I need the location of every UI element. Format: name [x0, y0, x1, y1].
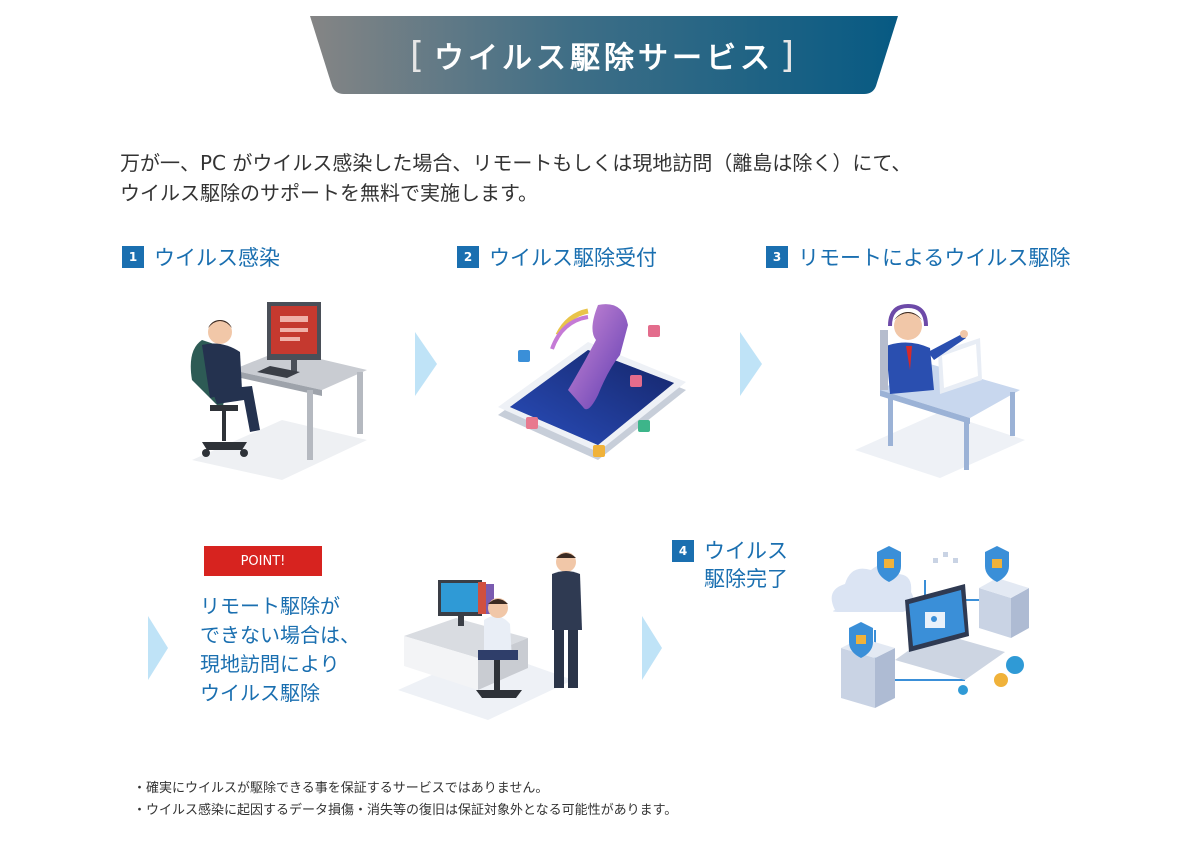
- bracket-left: [: [409, 34, 428, 76]
- step-3-number: 3: [766, 246, 788, 268]
- step-2-heading: 2 ウイルス駆除受付: [457, 242, 657, 272]
- virus-infection-illustration: [190, 302, 367, 480]
- intro-line-2: ウイルス駆除のサポートを無料で実施します。: [120, 181, 538, 205]
- arrow-right-icon: [148, 616, 168, 680]
- step-4-heading: 4 ウイルス 駆除完了: [672, 537, 788, 593]
- step-3-label: リモートによるウイルス駆除: [798, 246, 1071, 270]
- step-1-label: ウイルス感染: [154, 246, 280, 270]
- point-line-2: できない場合は、: [200, 623, 360, 647]
- remote-removal-illustration: [855, 303, 1025, 478]
- arrow-right-icon: [642, 616, 662, 680]
- step-1-heading: 1 ウイルス感染: [122, 242, 280, 272]
- note-1: ・確実にウイルスが駆除できる事を保証するサービスではありません。: [133, 781, 549, 796]
- step-3-heading: 3 リモートによるウイルス駆除: [766, 242, 1070, 272]
- point-line-1: リモート駆除が: [200, 594, 340, 618]
- point-line-3: 現地訪問により: [200, 652, 340, 676]
- onsite-visit-illustration: [398, 552, 582, 720]
- step-1-number: 1: [122, 246, 144, 268]
- point-badge: POINT!: [204, 546, 322, 576]
- point-line-4: ウイルス駆除: [200, 681, 320, 705]
- virus-reception-illustration: [498, 304, 686, 460]
- step-4-label-line-2: 駆除完了: [704, 567, 788, 591]
- disclaimer-notes: ・確実にウイルスが駆除できる事を保証するサービスではありません。 ・ウイルス感染…: [133, 778, 677, 822]
- server-rack: [979, 578, 1029, 638]
- step-4-label-line-1: ウイルス: [704, 539, 788, 563]
- note-2: ・ウイルス感染に起因するデータ損傷・消失等の復旧は保証対象外となる可能性がありま…: [133, 803, 678, 818]
- step-2-number: 2: [457, 246, 479, 268]
- service-title: ウイルス駆除サービス: [434, 41, 774, 76]
- removal-complete-illustration: [831, 546, 1029, 708]
- point-text: リモート駆除が できない場合は、 現地訪問により ウイルス駆除: [200, 592, 360, 708]
- banner-title: [ ウイルス駆除サービス ]: [310, 16, 898, 94]
- intro-text: 万が一、PC がウイルス感染した場合、リモートもしくは現地訪問（離島は除く）にて…: [120, 148, 911, 208]
- banner-shape: [310, 16, 898, 94]
- step-2-label: ウイルス駆除受付: [489, 246, 657, 270]
- intro-line-1: 万が一、PC がウイルス感染した場合、リモートもしくは現地訪問（離島は除く）にて…: [120, 151, 912, 175]
- arrow-right-icon: [415, 332, 437, 396]
- step-4-number: 4: [672, 540, 694, 562]
- arrow-right-icon: [740, 332, 762, 396]
- title-banner: [ ウイルス駆除サービス ]: [310, 16, 898, 94]
- bracket-right: ]: [780, 34, 799, 76]
